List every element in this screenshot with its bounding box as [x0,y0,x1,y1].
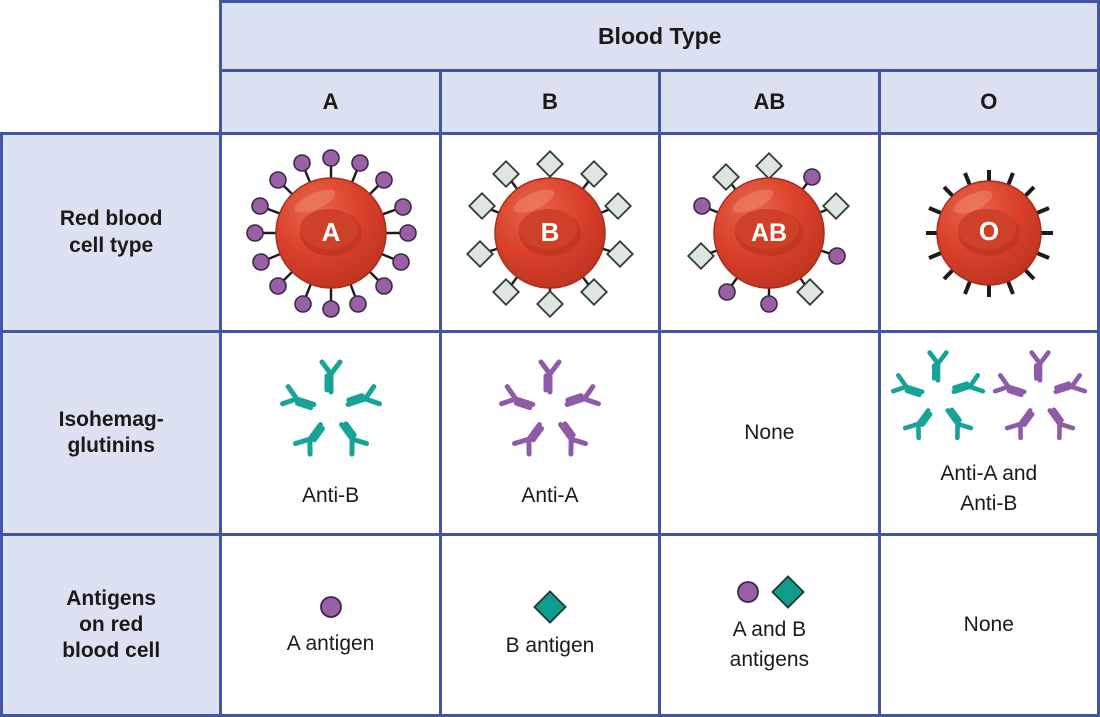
anti-b-antibody-cluster-icon [992,349,1087,440]
corner-blank-cell-2 [1,70,221,134]
row-label-line-2: glutinins [67,434,155,457]
cell-letter-o: O [979,216,999,246]
caption-iso-o-line-2: Anti-B [960,492,1018,515]
row-label-isohemagglutinins: Isohemag- glutinins [0,330,223,536]
cell-rbc-b: B [438,132,662,333]
cell-antigen-b: B antigen [438,533,662,717]
red-blood-cell-b-icon: B [465,149,634,318]
b-antigen-diamond-icon [771,574,806,609]
row-label-line-2: cell type [69,233,154,257]
row-label-line-1: Antigens [66,586,157,610]
anti-a-antibody-cluster-icon [890,349,985,440]
red-blood-cell-ab-icon: AB [687,151,851,313]
caption-iso-ab: None [744,421,795,445]
antibody-pair-o [887,347,1091,447]
cell-rbc-a: A [219,132,442,333]
anti-b-antibody-cluster-icon [279,359,382,457]
row-label-line-3: blood cell [62,639,161,663]
caption-iso-o: Anti-A and Anti-B [940,459,1037,520]
caption-iso-a: Anti-B [301,484,360,508]
caption-antigen-o: None [963,613,1014,637]
a-antigen-circle-icon [737,580,760,603]
row-label-red-blood-cell-type: Red blood cell type [0,132,223,333]
cell-antigen-a: A antigen [219,533,442,717]
header-column-o: O [877,69,1100,135]
header-column-a: A [219,69,442,135]
red-blood-cell-a-icon: A [245,148,417,318]
caption-antigen-b: B antigen [505,634,595,658]
header-row-columns: A B AB O [1,69,1100,135]
anti-a-antibody-cluster-icon [499,359,601,457]
cell-antigen-ab: A and B antigens [658,533,881,717]
row-label-line-2: on red [79,612,144,636]
row-isohemagglutinins: Isohemag- glutinins [0,330,1100,536]
cell-rbc-o: O [877,132,1100,333]
row-label-line-1: Red blood [59,207,163,231]
row-label-line-1: Isohemag- [58,407,164,431]
cell-antigen-o: None [877,533,1100,717]
a-antigen-circle-icon [319,596,342,619]
cell-letter-ab: AB [751,219,787,247]
cell-iso-o: Anti-A and Anti-B [877,330,1100,536]
cell-letter-b: B [541,217,560,247]
caption-antigen-ab-line-2: antigens [729,648,810,671]
corner-blank-cell [1,1,221,71]
caption-antigen-a: A antigen [286,632,375,656]
header-row-main: Blood Type [1,0,1100,72]
caption-iso-o-line-1: Anti-A and [940,461,1038,485]
red-blood-cell-o-icon: O [925,169,1053,297]
row-red-blood-cell-type: Red blood cell type [0,132,1100,333]
b-antigen-diamond-icon [533,590,567,625]
header-column-b: B [438,69,662,135]
cell-iso-ab: None [658,330,881,536]
antigen-marker-pair [733,574,806,609]
row-antigens-on-red-blood-cell: Antigens on red blood cell A antigen [0,533,1100,717]
header-blood-type: Blood Type [219,0,1100,72]
cell-iso-a: Anti-B [219,330,442,536]
cell-iso-b: Anti-A [438,330,662,536]
header-column-ab: AB [658,69,881,135]
cell-letter-a: A [321,217,340,247]
caption-antigen-ab: A and B antigens [730,615,809,676]
caption-antigen-ab-line-1: A and B [732,617,807,641]
row-label-antigens: Antigens on red blood cell [0,533,223,717]
cell-rbc-ab: AB [658,132,881,333]
caption-iso-b: Anti-A [521,484,579,508]
